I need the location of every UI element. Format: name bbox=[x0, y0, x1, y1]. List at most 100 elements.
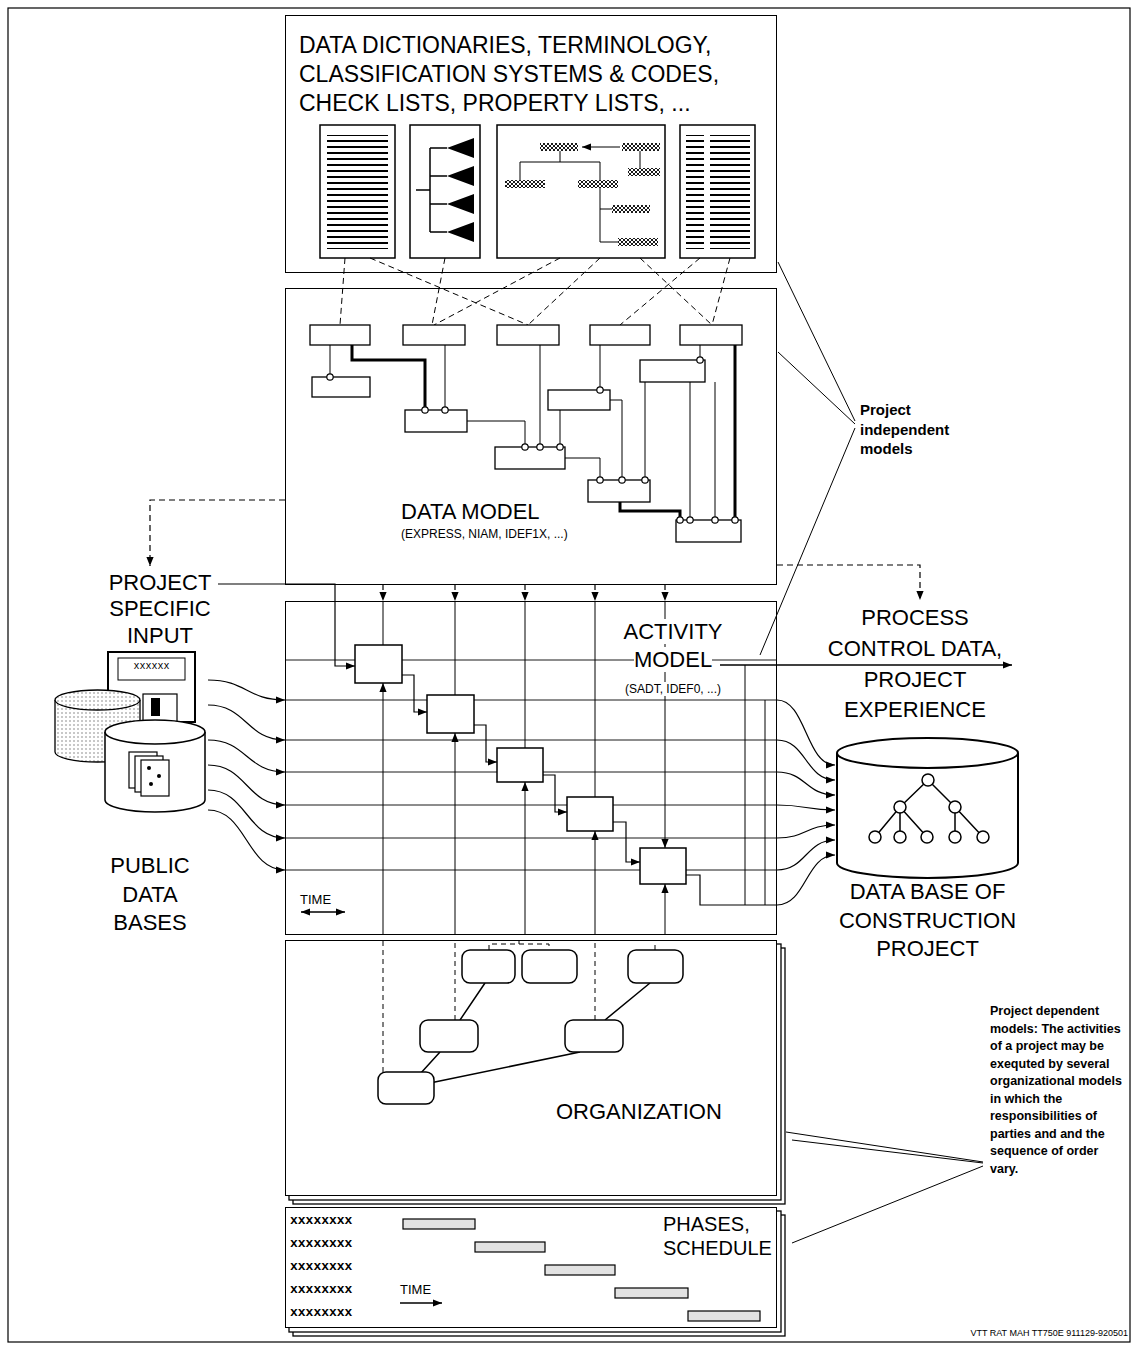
reference-icons bbox=[582, 147, 620, 148]
node-subheading: (SADT, IDEF0, ...) bbox=[625, 682, 721, 696]
cylinder-shape bbox=[922, 774, 934, 786]
activity-grid bbox=[613, 822, 640, 862]
reference-icons bbox=[540, 143, 578, 151]
cylinder-shape bbox=[949, 801, 961, 813]
leader-lines bbox=[760, 262, 855, 655]
activity-boxes bbox=[355, 645, 686, 884]
node-heading: PHASES, SCHEDULE bbox=[663, 1213, 772, 1259]
schedule-box: PHASES, SCHEDULE bbox=[285, 1207, 777, 1328]
task-name: xxxxxxxx bbox=[290, 1259, 352, 1274]
schedule-bars bbox=[615, 1288, 688, 1298]
entity-boxes bbox=[310, 325, 742, 542]
storage-icons bbox=[143, 694, 177, 722]
cylinder-shape bbox=[835, 735, 1020, 881]
flow-arrow bbox=[208, 680, 285, 700]
reference-icons bbox=[505, 143, 660, 246]
node-heading: ORGANIZATION bbox=[556, 1099, 722, 1124]
text-slot: TIME bbox=[300, 892, 360, 908]
storage-icons bbox=[118, 658, 185, 680]
entity-boxes bbox=[310, 325, 370, 345]
text-slot: xxxxxxxx bbox=[290, 1237, 370, 1250]
cylinder-shape bbox=[977, 831, 989, 843]
relation-dots bbox=[557, 444, 563, 450]
reference-icons bbox=[710, 135, 750, 249]
activity-grid bbox=[218, 584, 355, 666]
entity-boxes bbox=[497, 325, 559, 345]
task-name: xxxxxxxx bbox=[290, 1305, 352, 1320]
text-slot: (EXPRESS, NIAM, IDEF1X, ...) bbox=[401, 527, 651, 541]
relation-dots bbox=[712, 517, 718, 523]
relation-dots bbox=[687, 517, 693, 523]
flow-arrow bbox=[664, 585, 665, 601]
input-label: PROJECT SPECIFIC INPUT bbox=[109, 570, 212, 648]
text-slot: (SADT, IDEF0, ...) bbox=[608, 682, 738, 696]
flow-arrow bbox=[777, 700, 835, 765]
flow-arrow bbox=[777, 855, 835, 905]
storage-icons bbox=[141, 760, 169, 796]
storage-icons bbox=[147, 766, 161, 786]
text-slot: PROCESS CONTROL DATA, PROJECT EXPERIENCE bbox=[822, 603, 1008, 726]
org-chart bbox=[378, 950, 683, 1104]
output-label: PROCESS CONTROL DATA, PROJECT EXPERIENCE bbox=[828, 605, 1002, 722]
flow-arrow bbox=[777, 772, 835, 795]
cylinder-shape bbox=[921, 831, 933, 843]
relation-dots bbox=[522, 444, 528, 450]
text-slot: ORGANIZATION bbox=[556, 1099, 766, 1125]
relation-dots bbox=[537, 444, 543, 450]
flow-arrow bbox=[777, 740, 835, 780]
text-slot: PUBLIC DATA BASES bbox=[95, 852, 205, 938]
text-slot: ACTIVITY MODEL bbox=[608, 618, 738, 673]
relation-dots bbox=[422, 407, 428, 413]
reference-icons bbox=[622, 143, 660, 151]
text-slot: DATA MODEL bbox=[401, 499, 601, 525]
storage-icons bbox=[149, 782, 153, 786]
cylinder-shape bbox=[869, 831, 881, 843]
flow-arrow bbox=[777, 840, 835, 870]
reference-icons bbox=[628, 168, 660, 176]
text-slot: VTT RAT MAH TT750E 911129-920501 bbox=[880, 1329, 1128, 1339]
flow-arrow bbox=[454, 585, 455, 601]
reference-icons bbox=[686, 135, 704, 249]
schedule-bars bbox=[475, 1242, 545, 1252]
reference-icons bbox=[416, 148, 447, 232]
activity-grid bbox=[474, 725, 497, 762]
entity-boxes bbox=[640, 360, 705, 382]
node-heading: DATA DICTIONARIES, TERMINOLOGY, CLASSIFI… bbox=[299, 32, 719, 116]
screen-text: xxxxxx bbox=[133, 661, 169, 672]
node-heading: DATA MODEL bbox=[401, 499, 540, 524]
activity-grid bbox=[595, 831, 596, 935]
schedule-bars bbox=[545, 1265, 615, 1275]
page-stacks bbox=[285, 940, 785, 1336]
flow-arrow bbox=[524, 585, 525, 601]
org-chart bbox=[378, 1072, 434, 1104]
flow-arrow bbox=[382, 585, 383, 601]
text-slot: TIME bbox=[400, 1282, 460, 1298]
org-chart bbox=[378, 940, 683, 1104]
activity-boxes bbox=[640, 848, 686, 884]
time-label: TIME bbox=[400, 1282, 431, 1297]
flow-arrow bbox=[777, 805, 835, 810]
entity-boxes bbox=[680, 325, 742, 345]
public-databases: PUBLIC DATA BASES bbox=[45, 640, 208, 940]
storage-icons bbox=[157, 774, 161, 778]
relation-dots bbox=[697, 357, 703, 363]
entity-links bbox=[352, 345, 735, 520]
relation-dots bbox=[642, 477, 648, 483]
reference-icons bbox=[320, 125, 755, 258]
relation-dots bbox=[597, 387, 603, 393]
flow-arrow bbox=[208, 705, 285, 740]
page-stacks bbox=[285, 1207, 777, 1328]
entity-boxes bbox=[405, 410, 467, 432]
activity-model-box: ACTIVITY MODEL (SADT, IDEF0, ...) bbox=[285, 601, 777, 935]
activity-boxes bbox=[567, 797, 613, 831]
entity-boxes bbox=[590, 325, 650, 345]
flow-arrow bbox=[777, 825, 835, 838]
entity-links bbox=[330, 345, 715, 520]
text-slot: PROJECT SPECIFIC INPUT bbox=[95, 570, 225, 649]
page-stacks bbox=[285, 940, 777, 1196]
leader-lines bbox=[786, 1132, 983, 1243]
activity-grid bbox=[720, 664, 1012, 665]
activity-grid bbox=[301, 911, 345, 913]
reference-icons bbox=[578, 180, 618, 188]
